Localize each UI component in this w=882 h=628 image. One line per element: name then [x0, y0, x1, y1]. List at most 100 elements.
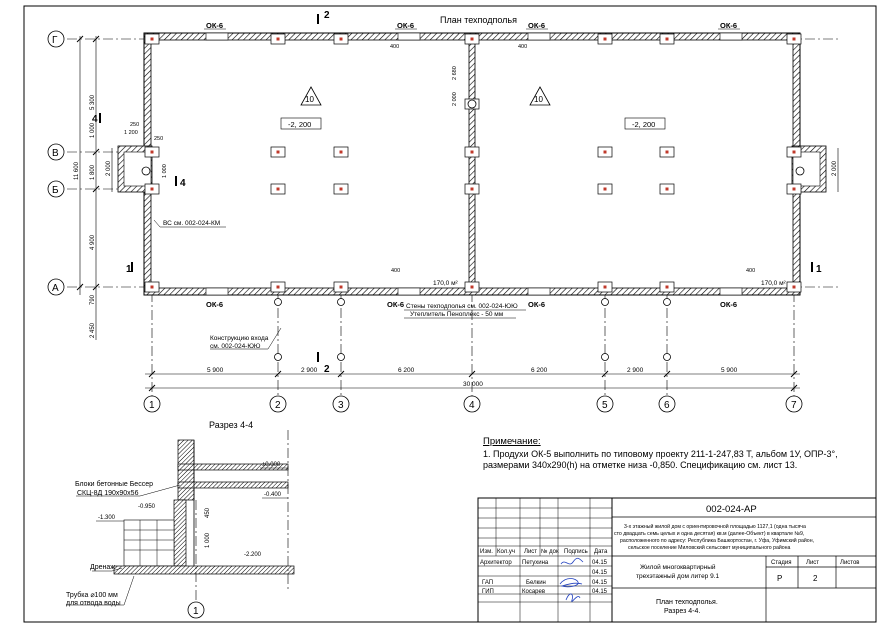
stamp-col: № док — [541, 548, 559, 555]
column-marker — [276, 150, 280, 154]
dim-left: 11 600 — [74, 161, 80, 180]
column-marker — [276, 187, 280, 191]
section-mark: 2 — [324, 10, 330, 21]
dim-right: 2 000 — [832, 160, 838, 176]
section-blocks-label: СКЦ-8Д 190х90х56 — [77, 490, 139, 497]
stamp-role: Архитектор — [480, 560, 512, 566]
section-title: Разрез 4-4 — [209, 420, 253, 430]
stamp-description: сто двадцать семь целых и одна десятая) … — [614, 531, 804, 537]
section-dim: 1 000 — [205, 532, 211, 548]
stamp-description: 3-х этажный жилой дом с ориентировочной … — [624, 523, 806, 530]
note-block: Примечание: 1. Продухи ОК-5 выполнить по… — [483, 436, 863, 471]
column-marker — [470, 37, 474, 41]
dim-small: 250 — [154, 136, 163, 142]
stamp-role: ГАП — [482, 580, 493, 586]
column-marker — [339, 187, 343, 191]
column-marker — [150, 150, 154, 154]
dim-bottom: 2 900 — [301, 367, 318, 374]
room-mark: 10 — [534, 95, 543, 104]
column-marker — [603, 37, 607, 41]
window-label: ОК-6 — [206, 300, 223, 309]
section-mark: 1 — [126, 264, 132, 275]
title-block — [477, 497, 877, 623]
column-marker — [665, 37, 669, 41]
room-mark: 10 — [305, 95, 314, 104]
section-pipe-label: Трубка ⌀100 мм — [66, 591, 118, 599]
column-marker — [665, 187, 669, 191]
dim-small: 400 — [746, 268, 755, 274]
dim-left: 790 — [90, 294, 96, 305]
stamp-sheet: 2 — [813, 574, 818, 583]
dim-bottom: 6 200 — [531, 367, 548, 374]
callout-entrance: Конструкцию входа — [210, 335, 269, 342]
sheet-frame — [23, 5, 877, 623]
section-blocks-label: Блоки бетонные Бессер — [75, 480, 153, 488]
dim-bottom: 5 900 — [721, 367, 738, 374]
column-marker — [470, 285, 474, 289]
stamp-col: Подпись — [564, 549, 588, 555]
window-label: ОК-6 — [206, 21, 223, 30]
stamp-date: 04.15 — [592, 570, 608, 576]
stamp-stage-header: Стадия — [771, 560, 791, 566]
stamp-col: Изм. — [480, 549, 493, 555]
axis-number: 2 — [275, 400, 281, 411]
column-marker — [792, 285, 796, 289]
note-text: 1. Продухи ОК-5 выполнить по типовому пр… — [483, 449, 838, 470]
column-marker — [470, 187, 474, 191]
column-marker — [603, 150, 607, 154]
stamp-object: Жилой многоквартирный — [640, 563, 716, 571]
stamp-col: Кол.уч — [497, 549, 515, 555]
dim-bottom: 6 200 — [398, 367, 415, 374]
column-marker — [792, 187, 796, 191]
column-marker — [150, 37, 154, 41]
column-marker — [339, 150, 343, 154]
room-area: 170,0 м² — [761, 280, 787, 287]
column-marker — [339, 285, 343, 289]
dim-left: 4 900 — [90, 234, 96, 250]
column-marker — [339, 37, 343, 41]
section-mark: 4 — [180, 178, 186, 189]
section-drain-label: Дренаж — [90, 564, 115, 571]
dim-small: 2 000 — [452, 92, 458, 106]
column-marker — [150, 285, 154, 289]
dim-small: 2 680 — [452, 66, 458, 80]
dim-bottom: 2 900 — [627, 367, 644, 374]
section-level: ±0.000 — [262, 462, 281, 468]
stamp-role: ГИП — [482, 589, 494, 595]
room-area: 170,0 м² — [433, 280, 459, 287]
section-mark: 1 — [816, 264, 822, 275]
column-marker — [603, 285, 607, 289]
axis-letter: В — [52, 148, 59, 159]
stamp-description: расположенного по адресу: Республика Баш… — [620, 537, 814, 544]
note-heading: Примечание: — [483, 436, 541, 447]
axis-number: 3 — [338, 400, 344, 411]
column-marker — [665, 150, 669, 154]
column-marker — [603, 187, 607, 191]
axis-number: 4 — [469, 400, 475, 411]
callout-vs: ВС см. 002-024-КМ — [163, 220, 220, 227]
section-level: -0.400 — [264, 492, 282, 498]
column-marker — [276, 37, 280, 41]
window-label: ОК-6 — [387, 300, 404, 309]
axis-letter: А — [52, 283, 59, 294]
section-mark: 2 — [324, 364, 330, 375]
dim-bottom: 5 900 — [207, 367, 224, 374]
stamp-col: Лист — [524, 549, 537, 555]
section-drawing: Разрез 4-4 1 ±0.000 -0.400 -0.950 -1.300… — [66, 420, 295, 619]
dim-left: 1 800 — [90, 164, 96, 180]
plan-title: План техподполья — [440, 15, 517, 25]
stamp-code: 002-024-АР — [706, 504, 757, 515]
stamp-description: сельское поселение Миловский сельсовет м… — [628, 544, 791, 551]
axis-number: 5 — [602, 400, 608, 411]
stamp-name: Косарев — [522, 589, 545, 595]
dim-left: 2 000 — [106, 160, 112, 176]
dim-left: 2 450 — [90, 322, 96, 338]
window-label: ОК-6 — [397, 21, 414, 30]
column-marker — [665, 285, 669, 289]
stamp-name: Петухина — [522, 560, 549, 566]
stamp-object: трехэтажный дом литер 9.1 — [636, 572, 720, 580]
dim-left: 5 300 — [90, 94, 96, 110]
stamp-col: Дата — [594, 549, 608, 555]
axis-number: 7 — [791, 400, 797, 411]
